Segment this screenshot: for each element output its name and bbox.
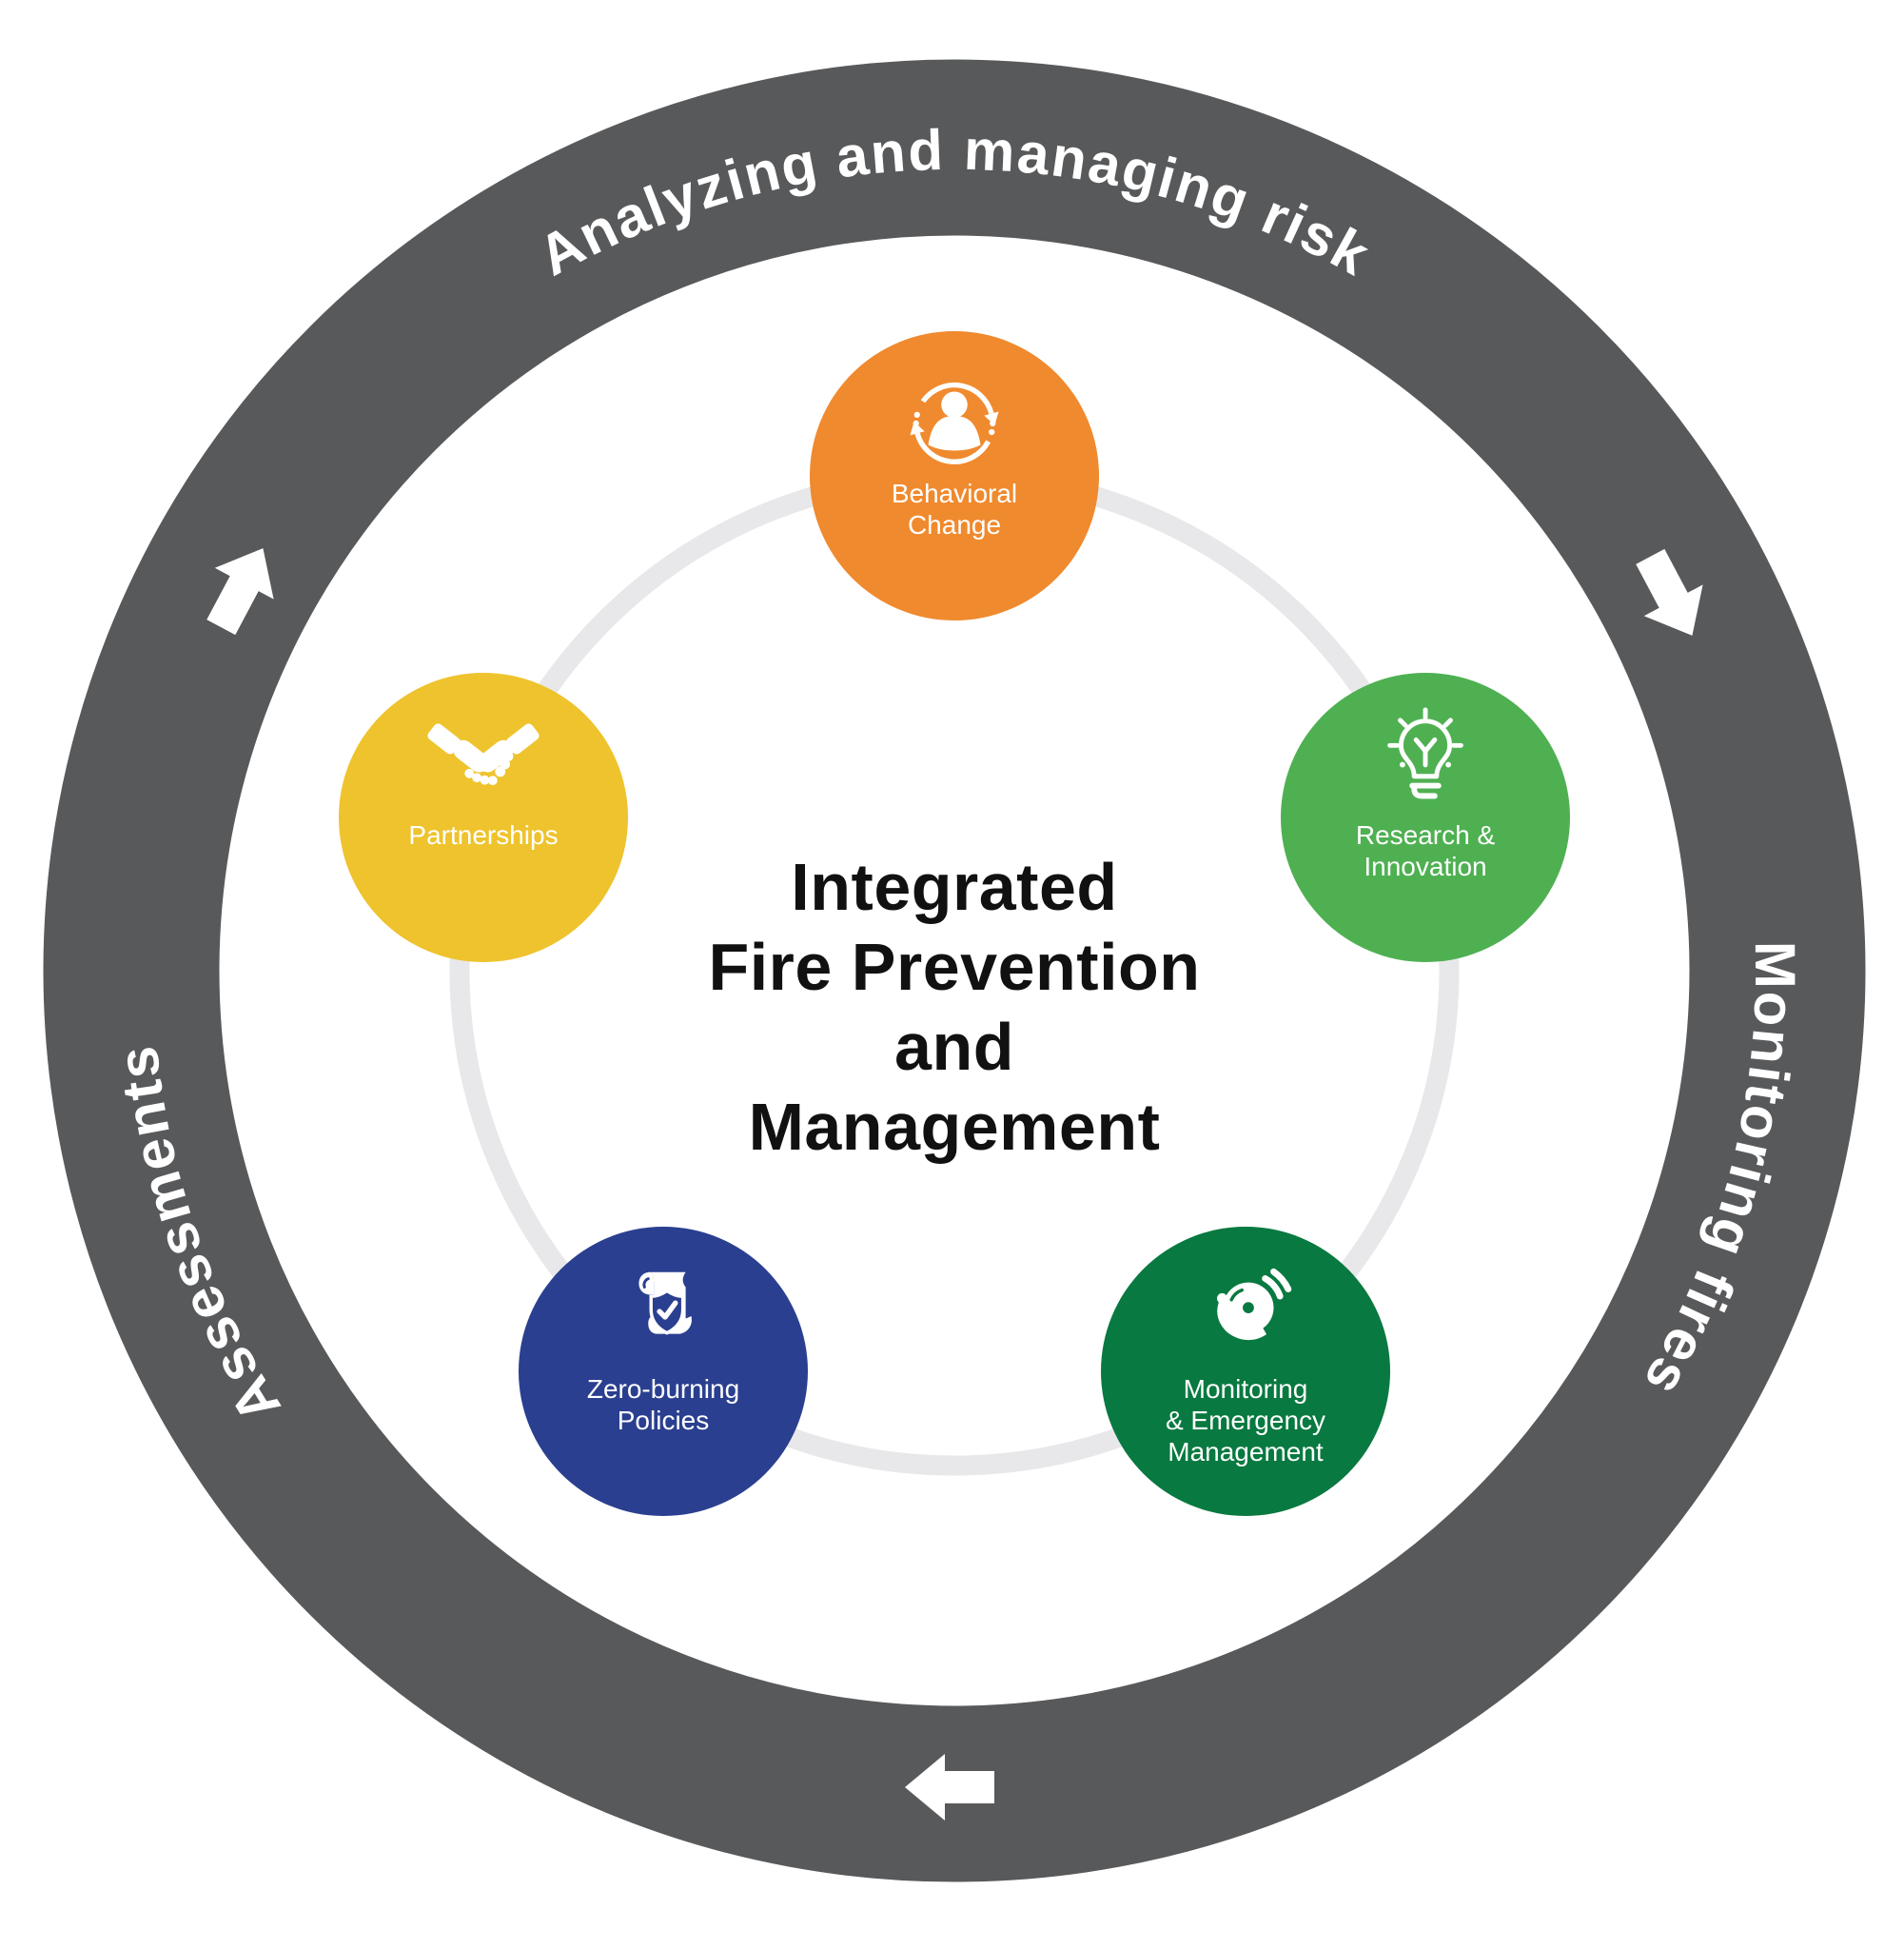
arrow-up-icon <box>206 548 274 636</box>
node-label-behavioral-change: Behavioral Change <box>891 479 1018 541</box>
policy-scroll-shield-icon <box>638 1271 692 1335</box>
node-label-research-innovation: Research & Innovation <box>1355 820 1496 882</box>
arrow-down-icon <box>1636 548 1703 636</box>
arrow-left-icon <box>905 1754 994 1821</box>
node-zero-burning-policies: Zero-burning Policies <box>519 1227 808 1516</box>
alarm-bell-icon <box>1217 1268 1292 1341</box>
handshake-icon <box>427 723 540 786</box>
node-label-zero-burning-policies: Zero-burning Policies <box>586 1374 740 1436</box>
node-behavioral-change: Behavioral Change <box>810 331 1099 620</box>
lightbulb-icon <box>1387 707 1463 799</box>
person-cycle-icon <box>910 382 999 464</box>
node-research-innovation: Research & Innovation <box>1281 673 1570 962</box>
node-monitoring-emergency: Monitoring & Emergency Management <box>1101 1227 1390 1516</box>
node-partnerships: Partnerships <box>339 673 628 962</box>
node-label-partnerships: Partnerships <box>408 820 559 850</box>
diagram-title: Integrated Fire Prevention and Managemen… <box>708 850 1201 1164</box>
node-label-monitoring-emergency: Monitoring & Emergency Management <box>1165 1374 1326 1467</box>
